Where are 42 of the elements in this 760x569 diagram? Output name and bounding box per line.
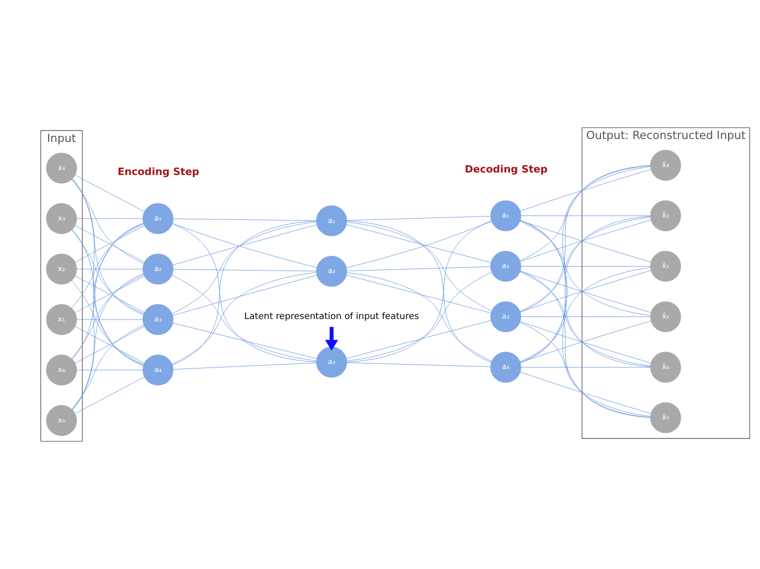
- connector: [72, 178, 144, 316]
- connector: [71, 324, 144, 410]
- connector: [74, 376, 145, 414]
- connector: [346, 216, 491, 221]
- connector: [346, 320, 492, 359]
- connector: [520, 372, 652, 414]
- connector: [172, 322, 317, 359]
- connector: [172, 274, 318, 316]
- connector: [72, 178, 144, 366]
- label: Encoding Step: [118, 167, 200, 178]
- connector: [346, 224, 492, 263]
- connector: [72, 222, 144, 410]
- connector: [74, 276, 145, 313]
- arrow: [325, 326, 338, 351]
- connector: [520, 165, 651, 364]
- connector: [520, 316, 651, 317]
- connector: [346, 266, 491, 272]
- connector: [173, 218, 317, 221]
- connector: [520, 367, 651, 368]
- connector: [520, 322, 651, 417]
- connector: [346, 222, 492, 312]
- connector: [520, 270, 651, 418]
- connector: [346, 362, 491, 368]
- connector: [76, 268, 143, 270]
- connector: [520, 166, 651, 261]
- connector: [173, 269, 317, 272]
- connector: [76, 319, 143, 320]
- node-text: Latent representation of input features: [244, 312, 419, 322]
- connector: [74, 225, 145, 262]
- connector: [72, 274, 144, 410]
- connector: [520, 169, 652, 212]
- connector: [520, 220, 651, 418]
- connector: [173, 362, 317, 370]
- connector: [520, 166, 651, 312]
- connector: [71, 179, 144, 264]
- label: Decoding Step: [464, 164, 548, 176]
- connector: [346, 221, 492, 268]
- connector: [74, 326, 145, 364]
- connector: [346, 274, 492, 314]
- connector: [76, 218, 143, 219]
- connector: [172, 222, 317, 314]
- connector: [74, 174, 145, 212]
